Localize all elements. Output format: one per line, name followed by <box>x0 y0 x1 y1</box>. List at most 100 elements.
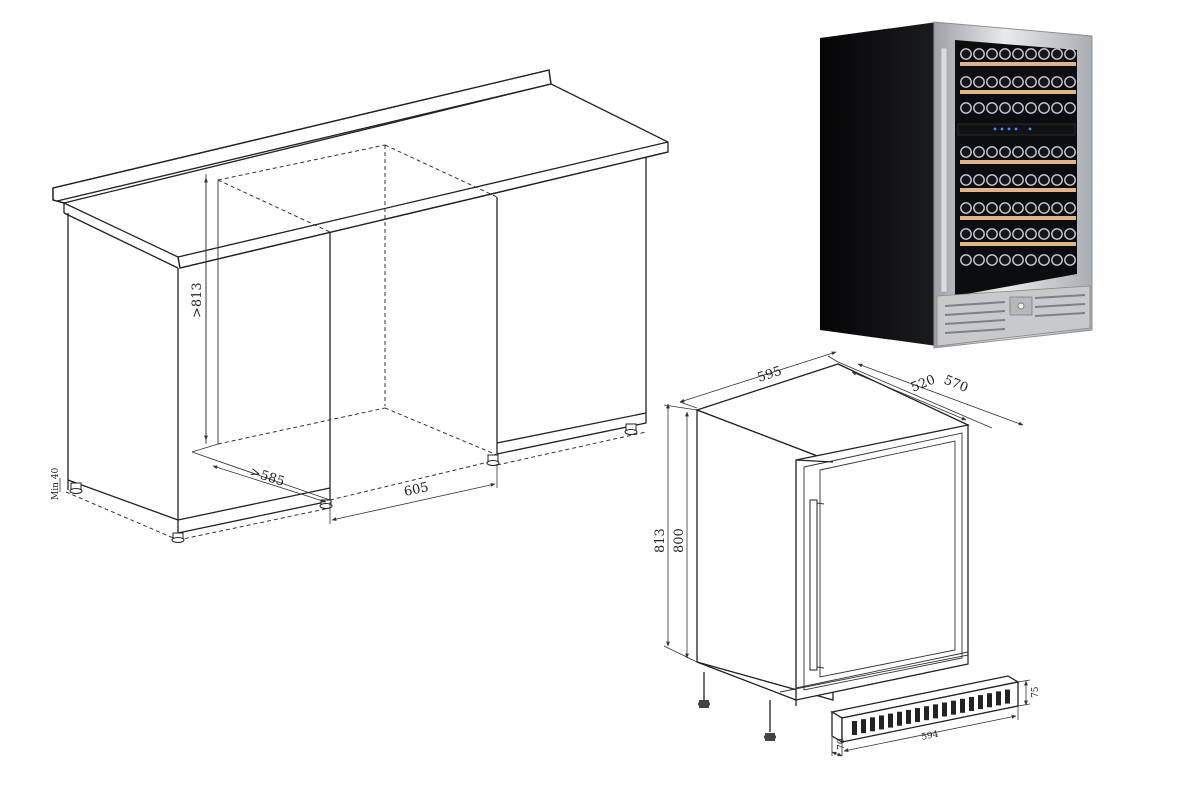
fridge-width-dimension: 595 <box>679 351 839 409</box>
bottle <box>1025 146 1037 158</box>
vent-slot <box>888 713 893 728</box>
bottle <box>973 146 985 158</box>
bottle <box>986 48 998 60</box>
vent-slot <box>933 704 938 719</box>
bottle <box>973 102 985 114</box>
bottle <box>960 102 972 114</box>
bottle <box>960 228 972 240</box>
vent-slot <box>906 709 911 724</box>
kickplate-width-label: 594 <box>921 730 940 743</box>
bottle <box>1064 202 1076 214</box>
wine-shelf <box>960 62 1076 66</box>
bottle <box>1051 102 1063 114</box>
kickplate-drawing: 75 594 70 <box>830 675 1041 757</box>
bottle <box>1025 102 1037 114</box>
bottle <box>1025 228 1037 240</box>
countertop <box>52 69 669 269</box>
vent-slot <box>951 700 956 715</box>
kickplate-depth-label: 70 <box>837 738 847 750</box>
photo-vent-grille <box>936 285 1091 347</box>
bottle <box>1025 48 1037 60</box>
bottle <box>973 228 985 240</box>
vent-slot <box>978 695 983 710</box>
bottle <box>999 48 1011 60</box>
vent-slot <box>960 698 965 713</box>
bottle <box>1012 48 1024 60</box>
wine-shelf <box>960 160 1076 164</box>
floor-line <box>65 431 647 541</box>
bottle <box>1051 48 1063 60</box>
bottle <box>1025 202 1037 214</box>
bottle <box>1064 228 1076 240</box>
wine-shelf <box>960 188 1076 192</box>
wine-shelf <box>960 242 1076 246</box>
fridge-height-total-label: 813 <box>653 528 668 553</box>
cabinet-height-dimension: >813 <box>190 177 208 441</box>
bottle <box>960 202 972 214</box>
kickplate-height-label: 75 <box>1031 686 1041 698</box>
cabinet-height-label: >813 <box>190 282 205 318</box>
bottle <box>986 228 998 240</box>
bottle <box>999 146 1011 158</box>
leg-height-label: Min 40 <box>51 468 61 500</box>
bottle <box>973 254 985 266</box>
bottle <box>1038 228 1050 240</box>
bottle <box>1038 48 1050 60</box>
bottle <box>986 202 998 214</box>
bottle <box>960 48 972 60</box>
bottle <box>1025 254 1037 266</box>
bottle <box>1012 228 1024 240</box>
bottle <box>1038 146 1050 158</box>
bottle <box>1012 146 1024 158</box>
wine-cooler-photo <box>820 21 1093 349</box>
bottle <box>999 102 1011 114</box>
bottle <box>1038 202 1050 214</box>
bottle <box>1064 76 1076 88</box>
bottle <box>1038 254 1050 266</box>
bottle <box>1064 174 1076 186</box>
bottle <box>999 202 1011 214</box>
bottle <box>973 48 985 60</box>
bottle <box>1038 102 1050 114</box>
door-handle <box>809 499 825 671</box>
bottle <box>1012 254 1024 266</box>
left-cabinet <box>67 213 179 533</box>
bottle <box>960 146 972 158</box>
vent-slot <box>870 717 875 732</box>
vent-slot <box>852 721 857 735</box>
cabinet-width-label: 605 <box>403 480 430 500</box>
cabinet-legs <box>69 423 638 543</box>
leg-height-dimension: Min 40 <box>51 468 61 500</box>
bottle <box>973 202 985 214</box>
bottle <box>1064 146 1076 158</box>
bottle <box>1012 174 1024 186</box>
bottle <box>973 76 985 88</box>
bottle <box>1051 146 1063 158</box>
fridge-width-label: 595 <box>756 364 784 386</box>
vent-slot <box>915 708 920 723</box>
bottle <box>960 254 972 266</box>
bottle <box>1012 202 1024 214</box>
bottle <box>960 76 972 88</box>
bottle <box>986 174 998 186</box>
bottle <box>1051 174 1063 186</box>
fridge-legs <box>698 672 776 741</box>
cabinet-depth-label: >585 <box>248 465 287 490</box>
bottle <box>1025 174 1037 186</box>
bottle <box>960 174 972 186</box>
bottle <box>1012 102 1024 114</box>
cabinet-width-dimension: 605 <box>329 464 498 524</box>
cabinet-drawing: >813 >585 605 Min 40 <box>51 69 669 543</box>
bottle <box>1012 76 1024 88</box>
right-cabinet <box>496 157 647 455</box>
bottle <box>1025 76 1037 88</box>
bottle-rows <box>960 48 1076 266</box>
wine-shelf <box>960 216 1076 220</box>
bottle <box>999 76 1011 88</box>
vent-slot <box>987 693 992 708</box>
bottle <box>986 146 998 158</box>
wine-shelf <box>960 90 1076 94</box>
vent-slot <box>1005 689 1010 704</box>
bottle <box>1064 254 1076 266</box>
fridge-height-dimensions: 813 800 <box>653 403 698 663</box>
